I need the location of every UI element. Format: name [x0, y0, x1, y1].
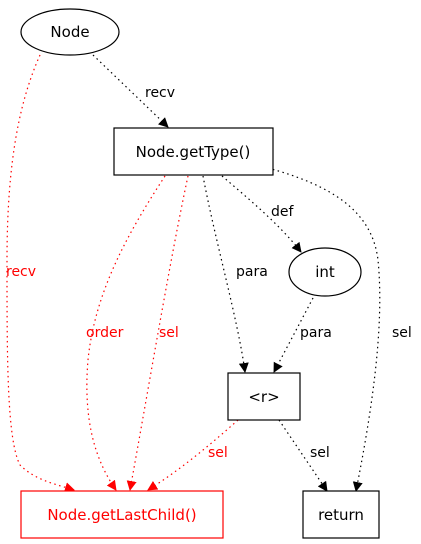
edge-label-sel-r-return: sel [310, 445, 330, 461]
node-get-last-child: Node.getLastChild() [20, 490, 224, 539]
node-int: int [288, 247, 362, 297]
edge-label-recv-black: recv [145, 85, 175, 101]
edge-label-def: def [271, 204, 295, 220]
node-r: <r> [227, 372, 301, 421]
edge-label-recv-red: recv [6, 264, 36, 280]
edge-label-sel-get-type-red: sel [159, 325, 179, 341]
node-get-type-label: Node.getType() [136, 143, 251, 161]
edge-node-to-get-last-child [6, 54, 75, 493]
node-return-label: return [318, 506, 364, 524]
edge-get-type-to-get-last-child-sel [126, 175, 189, 491]
edge-get-type-to-r [202, 175, 249, 373]
node-r-label: <r> [248, 388, 279, 406]
node-node-label: Node [50, 23, 89, 41]
edge-get-type-to-int [221, 175, 302, 253]
node-get-last-child-label: Node.getLastChild() [47, 506, 196, 524]
node-get-type: Node.getType() [113, 127, 274, 176]
node-node: Node [20, 8, 120, 56]
node-int-label: int [315, 263, 335, 281]
edge-label-para-int: para [300, 325, 332, 341]
edge-label-sel-return: sel [392, 325, 412, 341]
edge-label-order: order [86, 325, 124, 341]
edge-label-sel-r-red: sel [208, 445, 228, 461]
edge-label-para-get-type: para [236, 264, 268, 280]
edge-r-to-return [278, 419, 328, 492]
node-return: return [302, 490, 380, 539]
edge-get-type-to-return [267, 167, 381, 492]
